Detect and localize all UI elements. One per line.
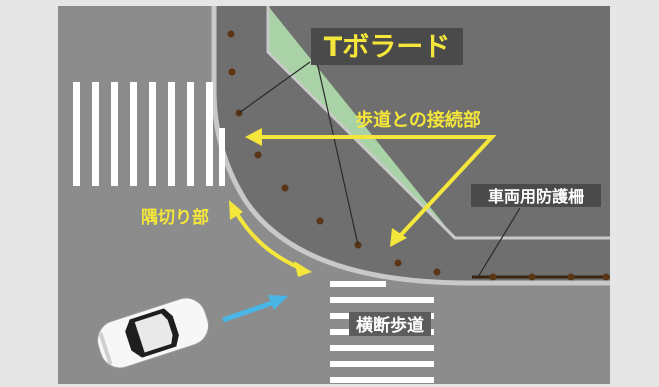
crosswalk-left (73, 82, 225, 186)
vehicle-fence-label-bg (471, 184, 601, 207)
vehicle-direction-arrow (222, 299, 276, 323)
bollard-icon (602, 273, 610, 281)
bollard-icon (528, 273, 536, 281)
t-bollard-label-bg (311, 28, 463, 65)
corner-cut-arrowhead-top (229, 200, 243, 220)
bollard-icon (394, 259, 402, 267)
bollard-icon (281, 184, 289, 192)
junction-arrowhead-left (245, 128, 262, 146)
crosswalk-label-bg (349, 312, 431, 336)
vehicle-fence-label: 車両用防護柵 (488, 187, 584, 206)
bollard-icon (489, 273, 497, 281)
sidewalk-junction-label: 歩道との接続部 (355, 109, 481, 131)
vehicle-direction-arrowhead (268, 295, 288, 310)
corner-cut-arrow (234, 210, 301, 270)
junction-arrowhead-down (390, 228, 407, 247)
car-icon (97, 297, 209, 369)
bollard-icon (254, 151, 262, 159)
junction-arrows (258, 135, 497, 240)
crosswalk-label: 横断歩道 (356, 315, 424, 336)
curb-edge (211, 6, 610, 286)
fence-leader (477, 207, 521, 278)
t-bollard-leaders (238, 61, 359, 246)
t-bollard-label: Tボラード (324, 32, 450, 63)
grass-border (266, 6, 610, 240)
corner-cut-label: 隅切り部 (141, 207, 209, 228)
bollard-icon (567, 273, 575, 281)
bollard-icon (316, 217, 324, 225)
corner-cut-arrowhead-bottom (294, 261, 312, 277)
bollard-icon (228, 68, 236, 76)
bollard-icon (227, 30, 235, 38)
bollard-icon (433, 268, 441, 276)
